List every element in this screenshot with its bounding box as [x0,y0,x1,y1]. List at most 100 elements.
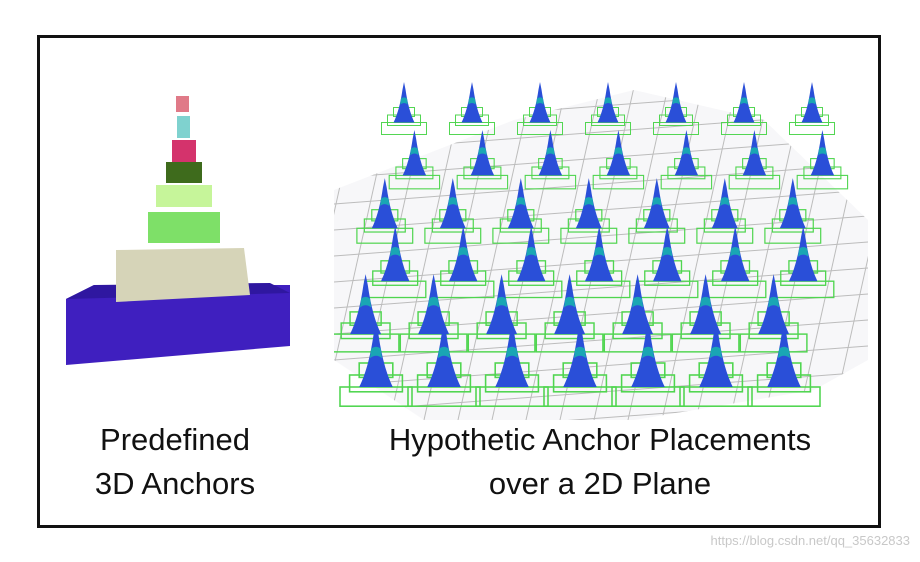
anchor-placement [796,130,849,190]
anchor-placement [560,178,618,244]
anchor-box [764,227,822,244]
anchor-placement [635,226,699,299]
anchor-level-5 [166,162,202,183]
anchor-box [356,227,414,244]
anchor-peak-band [468,97,476,105]
anchor-box [381,122,427,135]
anchor-peak-band [642,346,654,359]
anchor-peak-band [788,197,798,206]
anchor-peak-band [808,97,816,105]
right-caption-line-2: over a 2D Plane [488,466,712,501]
anchor-peak-band [458,247,469,257]
anchor-peak-band [496,296,508,308]
anchor-box [560,227,618,244]
anchor-peak-band [662,247,673,257]
grid-line [457,90,539,420]
anchor-level-6 [172,140,196,162]
anchor-peak-band [604,97,612,105]
anchor-level-4 [156,185,212,207]
anchor-placement [524,130,577,190]
grid-line [334,267,868,309]
anchor-peak-band [478,147,487,156]
anchor-peak-band [740,97,748,105]
anchor-placement [399,274,468,353]
grid-line [831,90,868,420]
anchor-peak-band [526,247,537,257]
anchor-peak-band [438,346,450,359]
anchor-placement [449,82,495,135]
anchor-peak-band [390,247,401,257]
anchor-peak-band [536,97,544,105]
anchor-placements [334,82,849,407]
anchor-peak-band [584,197,594,206]
left-caption-line-2: 3D Anchors [94,466,256,501]
anchor-box [492,227,550,244]
anchor-peak-band [516,197,526,206]
anchor-placement [585,82,631,135]
anchor-peak-band [818,147,827,156]
anchor-placement [356,178,414,244]
anchor-placement [535,274,604,353]
anchor-placement [739,274,808,353]
anchor-peak-band [672,97,680,105]
anchor-placement [789,82,835,135]
figure-frame: Predefined 3D Anchors Hypothetic Anchor … [37,35,881,528]
anchor-placement [475,322,549,407]
anchor-placement [660,130,713,190]
anchor-placement [728,130,781,190]
anchor-placement [388,130,441,190]
anchor-peak-band [410,147,419,156]
anchor-placement [339,322,413,407]
anchor-placement [721,82,767,135]
anchor-box [467,333,536,353]
anchor-peak-band [720,197,730,206]
anchor-box [671,333,740,353]
anchor-placements-illustration [334,82,868,420]
anchor-level-8 [176,96,189,112]
anchor-peak-band [700,296,712,308]
anchor-peak-band [574,346,586,359]
anchor-peak-band [768,296,780,308]
anchor-level-3 [148,212,220,243]
anchor-placement [747,322,821,407]
grid-line [525,90,607,420]
anchor-placement [679,322,753,407]
anchor-peak-band [506,346,518,359]
anchor-placement [696,178,754,244]
anchor-placement [603,274,672,353]
anchor-placement [467,274,536,353]
anchor-level-7 [177,116,190,138]
anchor-placement [456,130,509,190]
anchor-level-2 [116,248,250,302]
anchor-peak-band [428,296,440,308]
anchor-box [696,227,754,244]
anchor-placement [424,178,482,244]
anchor-box [535,333,604,353]
anchor-placement [381,82,427,135]
anchor-level-1 [66,285,290,365]
grid-line [334,90,868,101]
watermark: https://blog.csdn.net/qq_35632833 [710,533,911,548]
anchor-box [424,227,482,244]
anchor-placement [567,226,631,299]
grid-line [334,163,868,205]
anchor-peak-band [778,346,790,359]
anchor-peak-band [652,197,662,206]
anchor-peak-band [682,147,691,156]
anchor-placement [517,82,563,135]
anchor-peak-band [710,346,722,359]
right-caption: Hypothetic Anchor Placements over a 2D P… [340,418,860,506]
anchor-placement [592,130,645,190]
anchor-box [603,333,672,353]
anchor-placement [543,322,617,407]
anchor-box [789,122,835,135]
anchor-peak-band [632,296,644,308]
anchor-placement [671,274,740,353]
anchor-box [628,227,686,244]
anchor-placement [628,178,686,244]
anchor-peak-band [614,147,623,156]
right-caption-line-1: Hypothetic Anchor Placements [388,422,812,457]
anchor-peak-band [380,197,390,206]
left-caption-line-1: Predefined [100,422,250,457]
anchor-placement [611,322,685,407]
